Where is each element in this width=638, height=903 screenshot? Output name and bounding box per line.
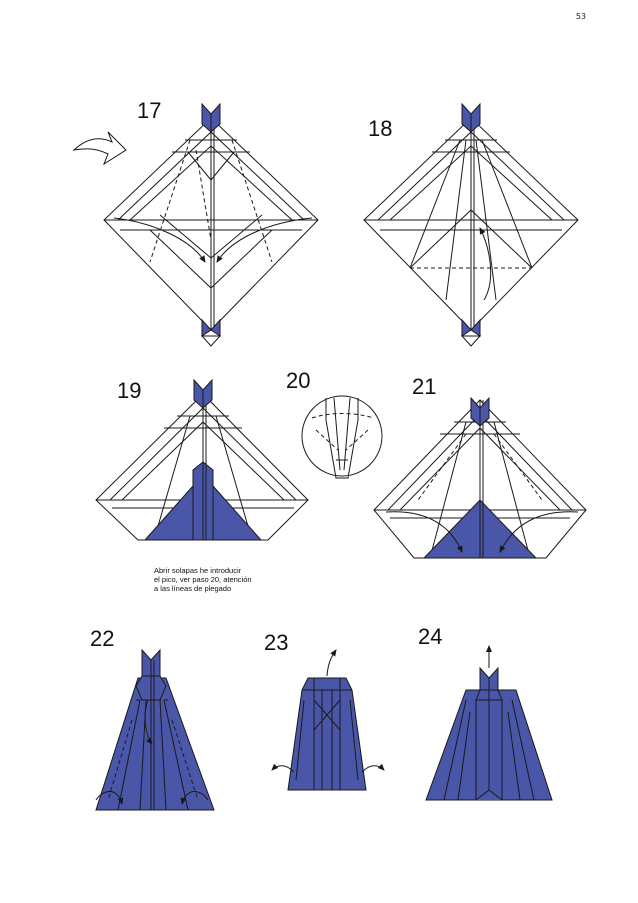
step-20-diagram bbox=[301, 395, 383, 479]
unfold-arrow-icon bbox=[271, 763, 295, 773]
page-number: 53 bbox=[575, 12, 586, 21]
step-21-diagram bbox=[373, 396, 587, 559]
step-23-number: 23 bbox=[264, 630, 289, 655]
step-23-diagram bbox=[271, 649, 385, 791]
step-24-number: 24 bbox=[418, 624, 443, 649]
step-20-number: 20 bbox=[286, 368, 311, 393]
step-19-number: 19 bbox=[117, 378, 142, 403]
fold-arrow-icon bbox=[113, 217, 206, 263]
fold-arrow-icon bbox=[385, 511, 463, 553]
step-22-number: 22 bbox=[90, 626, 115, 651]
fold-arrow-icon bbox=[216, 217, 313, 263]
step-18-number: 18 bbox=[368, 116, 393, 141]
step-21-number: 21 bbox=[412, 374, 437, 399]
turn-over-arrow-icon bbox=[72, 131, 127, 166]
fold-arrow-icon bbox=[499, 511, 579, 553]
step-17-diagram bbox=[72, 102, 319, 347]
fold-arrow-icon bbox=[95, 791, 124, 805]
fold-arrow-icon bbox=[180, 791, 209, 805]
unfold-arrow-icon bbox=[361, 763, 385, 773]
fold-arrow-icon bbox=[479, 227, 492, 301]
step-17-number: 17 bbox=[137, 98, 162, 123]
step-18-diagram bbox=[363, 102, 579, 347]
step-22-diagram bbox=[95, 648, 215, 811]
step-19-note: Abrir solapas he introducir el pico, ver… bbox=[154, 566, 252, 593]
unfold-arrow-icon bbox=[326, 649, 337, 677]
step-24-diagram bbox=[425, 645, 553, 801]
step-19-diagram bbox=[95, 378, 309, 541]
